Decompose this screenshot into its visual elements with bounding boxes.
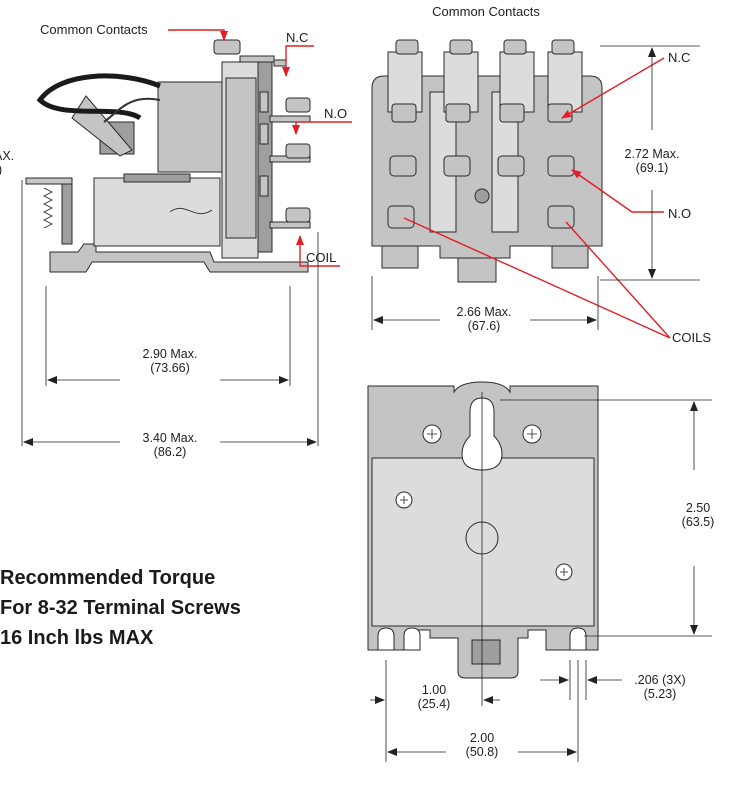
dim-length-overall-value: 3.40 Max. bbox=[143, 431, 198, 445]
mount-view bbox=[367, 381, 599, 706]
dim-mount-height-value: 2.50 bbox=[686, 501, 710, 515]
label-coils-right: COILS bbox=[672, 330, 711, 345]
screw-icon bbox=[213, 39, 311, 223]
dim-width-front-value: 2.66 Max. bbox=[457, 305, 512, 319]
dim-mount-width-value: 2.00 bbox=[470, 731, 494, 745]
label-no-right: N.O bbox=[668, 206, 691, 221]
side-view bbox=[25, 39, 311, 273]
dim-height-front-value: 2.72 Max. bbox=[625, 147, 680, 161]
label-no-left: N.O bbox=[324, 106, 347, 121]
dim-length-overall-mm: (86.2) bbox=[154, 445, 187, 459]
torque-note-line-1: Recommended Torque bbox=[0, 567, 215, 589]
dim-center-mm: (25.4) bbox=[418, 697, 451, 711]
dim-mount-width-mm: (50.8) bbox=[466, 745, 499, 759]
torque-note-line-3: 16 Inch lbs MAX bbox=[0, 627, 154, 649]
front-view bbox=[371, 39, 603, 283]
side-view-dimensions: AX. ) 2.90 Max. (73.66) 3.40 Max. (86.2) bbox=[0, 149, 319, 459]
label-coil-left: COIL bbox=[306, 250, 336, 265]
screw-icon bbox=[387, 39, 575, 229]
dim-width-mount-value: 2.90 Max. bbox=[143, 347, 198, 361]
label-common-contacts-top: Common Contacts bbox=[432, 4, 540, 19]
mounting-slot-icon bbox=[377, 627, 587, 651]
label-nc-left: N.C bbox=[286, 30, 308, 45]
dim-width-front-mm: (67.6) bbox=[468, 319, 501, 333]
label-nc-right: N.C bbox=[668, 50, 690, 65]
mount-view-dimensions: 2.50 (63.5) .206 (3X) (5.23) 1.00 (25.4)… bbox=[370, 399, 715, 762]
torque-note-line-2: For 8-32 Terminal Screws bbox=[0, 597, 241, 619]
mounting-screw-icon bbox=[395, 424, 573, 581]
front-view-callouts: Common Contacts N.C N.O COILS bbox=[403, 4, 711, 345]
dim-slot-mm: (5.23) bbox=[644, 687, 677, 701]
dim-height-left-value: AX. bbox=[0, 149, 14, 163]
side-view-callouts: Common Contacts N.C N.O COIL bbox=[40, 22, 352, 267]
dim-mount-height-mm: (63.5) bbox=[682, 515, 715, 529]
dim-slot-value: .206 (3X) bbox=[634, 673, 685, 687]
dim-height-left-mm: ) bbox=[0, 163, 2, 177]
dim-height-front-mm: (69.1) bbox=[636, 161, 669, 175]
label-common-contacts-left: Common Contacts bbox=[40, 22, 148, 37]
dim-width-mount-mm: (73.66) bbox=[150, 361, 190, 375]
front-view-dimensions: 2.72 Max. (69.1) 2.66 Max. (67.6) bbox=[371, 45, 700, 333]
torque-note: Recommended Torque For 8-32 Terminal Scr… bbox=[0, 567, 241, 649]
dim-center-value: 1.00 bbox=[422, 683, 446, 697]
